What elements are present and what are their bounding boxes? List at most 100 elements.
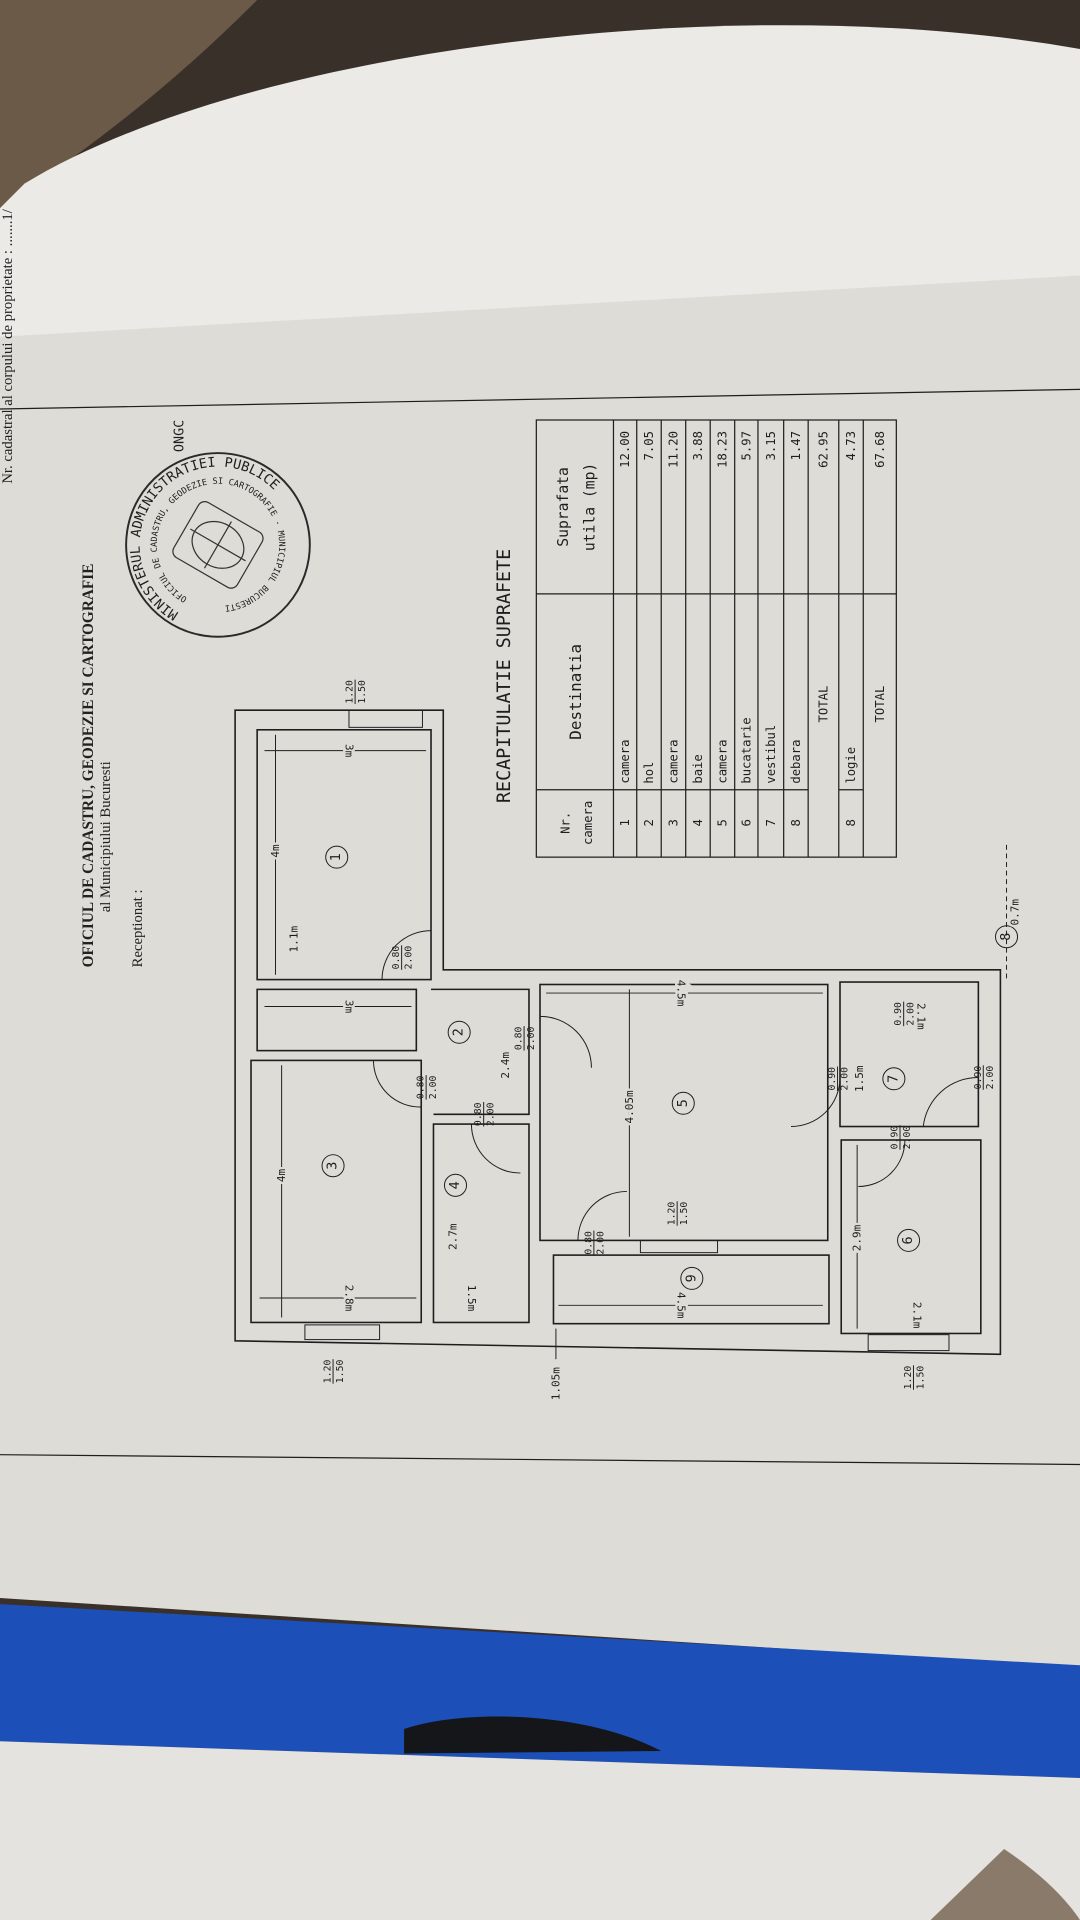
svg-text:camera: camera bbox=[715, 739, 729, 783]
header-nr: Nr. bbox=[559, 812, 573, 834]
dimension-label: 4.05m bbox=[623, 1090, 636, 1124]
svg-text:1.20: 1.20 bbox=[323, 1360, 334, 1384]
svg-text:0.90: 0.90 bbox=[973, 1066, 984, 1090]
table-row: 6 bucatarie 5.97 bbox=[739, 431, 753, 827]
svg-text:9: 9 bbox=[684, 1274, 699, 1282]
svg-text:67.68: 67.68 bbox=[873, 431, 887, 468]
summary-table bbox=[535, 419, 897, 858]
dimension-label: 2.8m bbox=[342, 1285, 355, 1312]
svg-text:6: 6 bbox=[739, 819, 753, 826]
window bbox=[348, 709, 423, 728]
door-swing bbox=[381, 930, 432, 980]
dimension-label: 1.5m bbox=[853, 1065, 866, 1092]
dimension-label: 1.1m bbox=[287, 926, 300, 953]
stamp-code: ONGC bbox=[173, 420, 188, 452]
svg-text:1.50: 1.50 bbox=[335, 1360, 346, 1384]
svg-text:8: 8 bbox=[789, 819, 803, 826]
header-utila: utila (mp) bbox=[582, 463, 599, 551]
dimension-label: 1.05m bbox=[549, 1367, 562, 1401]
svg-text:7.05: 7.05 bbox=[642, 431, 656, 460]
svg-text:4: 4 bbox=[448, 1181, 463, 1189]
svg-text:0.90: 0.90 bbox=[827, 1067, 838, 1091]
svg-text:0.80: 0.80 bbox=[583, 1231, 594, 1255]
carpet bbox=[0, 0, 258, 209]
room-7 bbox=[839, 981, 980, 1128]
coat-of-arms-icon bbox=[172, 501, 264, 589]
outer-wall bbox=[234, 709, 1002, 1356]
summary-title: RECAPITULATIE SUPRAFETE bbox=[494, 549, 515, 803]
svg-text:3.15: 3.15 bbox=[764, 431, 778, 460]
window bbox=[867, 1334, 950, 1352]
svg-text:3: 3 bbox=[666, 819, 680, 826]
margin-line-bottom bbox=[0, 1454, 1080, 1466]
dimension-label: 4m bbox=[275, 1169, 288, 1183]
loggia-row: 8 logie 4.73 bbox=[844, 431, 858, 827]
room-label-8: 8 bbox=[995, 925, 1019, 949]
header-destinatia: Destinatia bbox=[566, 644, 585, 740]
svg-text:2.00: 2.00 bbox=[526, 1026, 537, 1050]
room-label-5: 5 bbox=[671, 1091, 695, 1115]
svg-text:0.80: 0.80 bbox=[514, 1026, 525, 1050]
dimension-label: 2.4m bbox=[499, 1052, 512, 1079]
dimension-label: 3m bbox=[342, 744, 355, 758]
dimension-label: 2.1m bbox=[914, 1003, 927, 1030]
svg-text:4: 4 bbox=[691, 819, 705, 826]
table-row: 8 debara 1.47 bbox=[789, 431, 803, 827]
svg-text:8: 8 bbox=[844, 819, 858, 826]
svg-text:vestibul: vestibul bbox=[764, 725, 778, 784]
svg-text:3: 3 bbox=[326, 1162, 341, 1170]
svg-text:1.47: 1.47 bbox=[789, 431, 803, 460]
room-label-1: 1 bbox=[325, 845, 349, 869]
svg-text:camera: camera bbox=[666, 739, 680, 783]
office-subtitle: al Municipiului Bucuresti bbox=[98, 761, 114, 912]
window bbox=[639, 1239, 719, 1254]
svg-text:7: 7 bbox=[886, 1075, 901, 1083]
header-nr-camera: camera bbox=[581, 801, 595, 845]
svg-text:5.97: 5.97 bbox=[739, 431, 753, 460]
room-1 bbox=[256, 729, 432, 981]
svg-text:0.80: 0.80 bbox=[416, 1075, 427, 1099]
subtotal-row: TOTAL 62.95 bbox=[816, 431, 830, 722]
door-swing bbox=[577, 1190, 627, 1241]
svg-text:2.00: 2.00 bbox=[485, 1102, 496, 1126]
svg-text:TOTAL: TOTAL bbox=[873, 686, 887, 723]
plastic-sheet-bottom bbox=[0, 1741, 1080, 1920]
svg-text:2.00: 2.00 bbox=[985, 1066, 996, 1090]
svg-text:2.00: 2.00 bbox=[902, 1126, 913, 1150]
svg-text:1.20: 1.20 bbox=[903, 1366, 914, 1390]
svg-text:5: 5 bbox=[715, 819, 729, 826]
svg-text:1.50: 1.50 bbox=[357, 680, 368, 704]
dimension-label: 2.7m bbox=[447, 1223, 460, 1250]
door-swing bbox=[791, 1077, 841, 1128]
svg-text:1.20: 1.20 bbox=[345, 680, 356, 704]
dimension-label: 0.7m bbox=[1009, 899, 1022, 926]
table-row: 1 camera 12.00 bbox=[618, 431, 632, 827]
dimension-label: 4.5m bbox=[674, 980, 687, 1007]
svg-text:1.20: 1.20 bbox=[667, 1202, 678, 1226]
svg-text:1: 1 bbox=[618, 819, 632, 826]
margin-line-top bbox=[0, 388, 1080, 410]
svg-text:1: 1 bbox=[329, 853, 344, 861]
svg-text:18.23: 18.23 bbox=[715, 431, 729, 468]
svg-text:hol: hol bbox=[642, 762, 656, 784]
dimension-label: 2.1m bbox=[911, 1302, 924, 1329]
total-row: TOTAL 67.68 bbox=[873, 431, 887, 722]
svg-text:2.00: 2.00 bbox=[905, 1002, 916, 1026]
svg-text:baie: baie bbox=[691, 754, 705, 783]
svg-text:0.90: 0.90 bbox=[890, 1126, 901, 1150]
room-label-3: 3 bbox=[321, 1154, 345, 1178]
office-title: OFICIUL DE CADASTRU, GEODEZIE SI CARTOGR… bbox=[80, 564, 97, 968]
svg-text:5: 5 bbox=[676, 1099, 691, 1107]
dimension-label: 4m bbox=[269, 844, 282, 858]
dimension-label: 4.5m bbox=[674, 1292, 687, 1319]
svg-text:2: 2 bbox=[452, 1028, 467, 1036]
